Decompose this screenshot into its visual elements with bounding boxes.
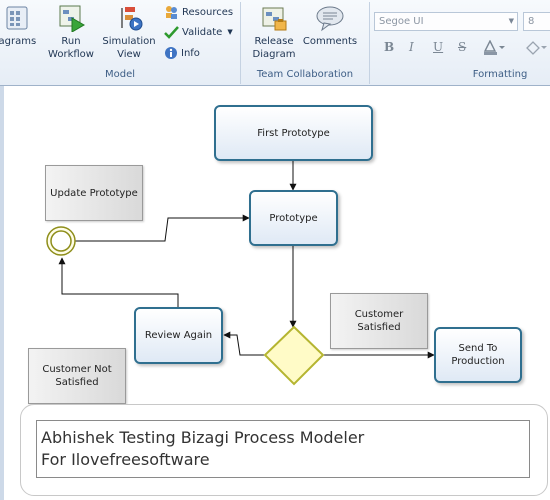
info-icon	[165, 47, 177, 59]
exclusive-gateway[interactable]	[263, 325, 325, 386]
validate-button[interactable]: Validate ▼	[164, 25, 233, 39]
font-color-button[interactable]	[482, 39, 506, 56]
group-separator	[369, 2, 370, 84]
intermediate-event[interactable]	[46, 226, 76, 256]
font-size-value: 8	[528, 16, 535, 27]
resources-label: Resources	[182, 6, 234, 18]
task-review-again[interactable]: Review Again	[134, 307, 223, 364]
note-customer-satisfied-label: Customer Satisfied	[354, 309, 404, 333]
validate-dropdown-icon[interactable]: ▼	[227, 28, 233, 36]
simulation-view-icon	[114, 4, 144, 32]
model-group-label: Model	[104, 69, 136, 80]
group-separator	[240, 2, 241, 84]
task-prototype[interactable]: Prototype	[249, 190, 338, 246]
task-first-prototype[interactable]: First Prototype	[214, 105, 373, 161]
simulation-view-label: Simulation View	[102, 36, 156, 60]
note-customer-satisfied[interactable]: Customer Satisfied	[330, 293, 428, 349]
info-label: Info	[181, 47, 200, 59]
note-update-prototype-label: Update Prototype	[50, 187, 138, 199]
task-send-to-production[interactable]: Send To Production	[434, 327, 522, 383]
font-size-select[interactable]: 8	[523, 12, 550, 31]
font-name-select[interactable]: Segoe UI ▼	[374, 12, 518, 31]
note-customer-not-satisfied[interactable]: Customer Not Satisfied	[28, 348, 126, 404]
bold-button[interactable]: B	[384, 40, 395, 54]
release-diagram-label: Release Diagram	[252, 36, 296, 60]
comment-text: Abhishek Testing Bizagi Process Modeler …	[41, 428, 365, 469]
run-workflow-label: Run Workflow	[48, 36, 94, 60]
flow-review-to-event[interactable]	[58, 257, 179, 308]
font-name-value: Segoe UI	[379, 16, 424, 27]
run-workflow-icon	[56, 4, 86, 33]
simulation-view-button[interactable]: Simulation View	[100, 4, 158, 61]
comment-bubble-icon	[315, 4, 345, 32]
ribbon: iagrams Run Workflow Simulation View	[0, 0, 550, 86]
checkmark-icon	[164, 26, 179, 39]
comments-button[interactable]: Comments	[302, 4, 358, 48]
team-collaboration-group-label: Team Collaboration	[256, 69, 354, 80]
comment-text-box[interactable]: Abhishek Testing Bizagi Process Modeler …	[36, 420, 530, 478]
formatting-group-label: Formatting	[472, 69, 528, 80]
paint-bucket-icon	[526, 41, 547, 55]
strikethrough-button[interactable]: S	[458, 40, 467, 54]
comments-label: Comments	[302, 36, 358, 47]
italic-button[interactable]: I	[409, 40, 414, 54]
diagrams-label: iagrams	[0, 36, 37, 47]
release-diagram-button[interactable]: Release Diagram	[248, 4, 300, 61]
release-diagram-icon	[259, 4, 289, 32]
validate-label: Validate	[182, 26, 223, 38]
note-customer-not-satisfied-label: Customer Not Satisfied	[42, 364, 112, 388]
font-color-icon	[483, 39, 505, 55]
run-workflow-button[interactable]: Run Workflow	[46, 4, 96, 61]
task-review-again-label: Review Again	[144, 330, 213, 341]
diagrams-icon	[1, 4, 31, 32]
diagrams-button[interactable]: iagrams	[0, 4, 40, 48]
flow-gateway-to-review[interactable]	[223, 331, 265, 356]
task-first-prototype-label: First Prototype	[257, 127, 330, 139]
underline-button[interactable]: U	[433, 40, 444, 54]
chevron-down-icon: ▼	[508, 17, 514, 25]
task-prototype-label: Prototype	[269, 212, 318, 224]
resources-button[interactable]: Resources	[164, 5, 233, 19]
info-button[interactable]: Info	[164, 46, 200, 60]
canvas-left-border	[0, 86, 4, 500]
task-send-to-production-label: Send To Production	[451, 343, 505, 367]
fill-color-button[interactable]	[524, 40, 550, 56]
note-update-prototype[interactable]: Update Prototype	[45, 165, 143, 221]
resources-icon	[166, 6, 177, 19]
flow-event-to-prototype[interactable]	[71, 214, 250, 242]
